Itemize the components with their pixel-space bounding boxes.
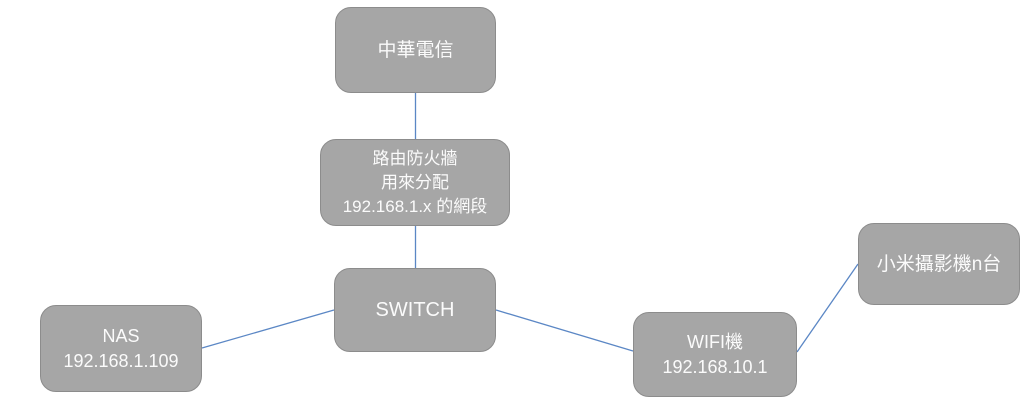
node-isp: 中華電信 (335, 7, 496, 93)
node-router-label-line2: 用來分配 (381, 172, 449, 192)
node-router-label-line3: 192.168.1.x 的網段 (342, 196, 488, 216)
node-nas-label-line2: 192.168.1.109 (63, 350, 179, 371)
node-router-label-line1: 路由防火牆 (372, 148, 458, 168)
node-wifi-label-line2: 192.168.10.1 (662, 356, 768, 377)
node-isp-label: 中華電信 (377, 39, 454, 61)
edge-switch-wifi (495, 309, 634, 352)
node-nas: NAS 192.168.1.109 (40, 305, 202, 392)
edge-wifi-camera (796, 263, 859, 353)
node-router-firewall: 路由防火牆 用來分配 192.168.1.x 的網段 (320, 139, 510, 226)
node-wifi-label-line1: WIFI機 (687, 331, 743, 352)
node-wifi-router: WIFI機 192.168.10.1 (633, 312, 797, 397)
node-nas-label-line1: NAS (102, 325, 140, 346)
edge-switch-nas (201, 309, 335, 349)
node-switch-label: SWITCH (375, 298, 455, 321)
node-xiaomi-cameras: 小米攝影機n台 (858, 223, 1020, 305)
node-camera-label: 小米攝影機n台 (876, 253, 1002, 275)
node-switch: SWITCH (334, 268, 496, 352)
